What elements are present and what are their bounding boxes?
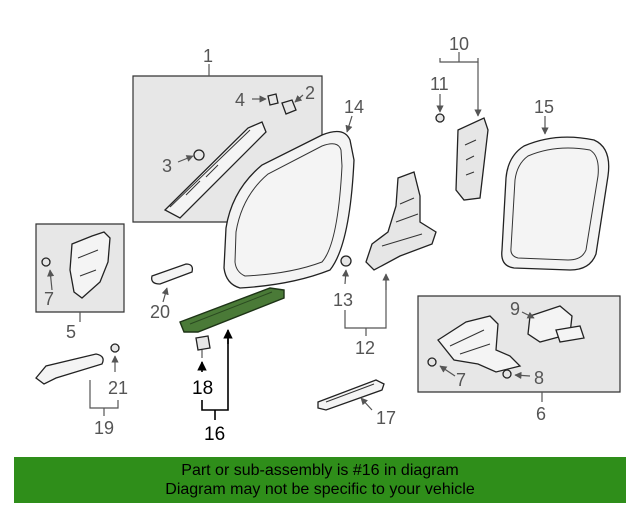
part-12-b-pillar-lower xyxy=(340,171,437,336)
callout-11: 11 xyxy=(430,74,449,94)
callout-5: 5 xyxy=(66,322,76,342)
part-15-door-weatherstrip-rear xyxy=(501,116,610,271)
callout-21: 21 xyxy=(108,378,128,398)
callout-18: 18 xyxy=(192,378,213,399)
part-group-10-b-pillar-upper xyxy=(435,52,489,201)
part-group-6-rear-bracket xyxy=(417,295,621,402)
banner-line-2: Diagram may not be specific to your vehi… xyxy=(165,481,475,498)
callout-10: 10 xyxy=(449,34,469,54)
callout-19: 19 xyxy=(94,418,114,438)
callout-6: 6 xyxy=(536,404,546,424)
callout-17: 17 xyxy=(376,408,396,428)
callout-4: 4 xyxy=(235,90,245,110)
callout-1: 1 xyxy=(203,46,213,66)
part-19-step-cover xyxy=(35,343,120,416)
callout-16: 16 xyxy=(204,424,225,445)
callout-3: 3 xyxy=(162,156,172,176)
part-17-rear-sill-plate xyxy=(317,379,385,411)
callout-7-left: 7 xyxy=(44,289,54,309)
callout-7-right: 7 xyxy=(456,370,466,390)
part-16-sill-plate-highlighted xyxy=(179,287,285,420)
callout-9: 9 xyxy=(510,299,520,319)
callout-12: 12 xyxy=(355,338,375,358)
callout-8: 8 xyxy=(534,368,544,388)
part-group-5-bracket xyxy=(35,223,125,322)
callout-15: 15 xyxy=(534,97,554,117)
info-banner: Part or sub-assembly is #16 in diagram D… xyxy=(14,457,626,503)
callout-13: 13 xyxy=(333,290,353,310)
part-14-door-weatherstrip-front xyxy=(223,115,355,289)
callout-20: 20 xyxy=(150,302,170,322)
banner-line-1: Part or sub-assembly is #16 in diagram xyxy=(181,462,459,479)
callout-14: 14 xyxy=(344,97,364,117)
part-20-pad xyxy=(151,263,194,303)
parts-diagram: 1 2 3 4 14 10 11 12 13 15 xyxy=(35,34,621,445)
callout-2: 2 xyxy=(305,83,315,103)
